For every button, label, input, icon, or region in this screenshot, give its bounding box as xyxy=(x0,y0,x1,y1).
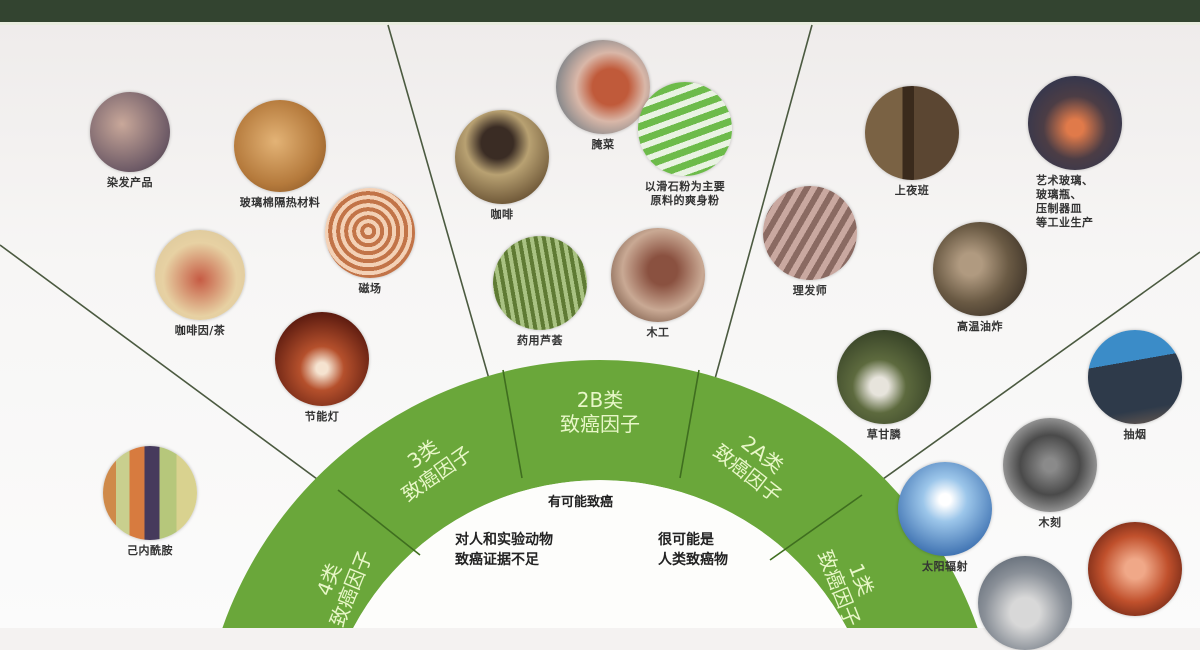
pickles-photo-icon xyxy=(556,40,650,134)
item-industrial-furnace xyxy=(1085,522,1185,616)
arc-band xyxy=(222,360,978,628)
item-pickles: 腌菜 xyxy=(553,40,653,152)
hair-dye-photo-icon xyxy=(90,92,170,172)
description-2a: 很可能是 人类致癌物 xyxy=(658,532,728,568)
tea-cup-photo-icon xyxy=(155,230,245,320)
item-air-pollution xyxy=(975,556,1075,650)
glass-wool-photo-icon xyxy=(234,100,326,192)
energy-saving-lamp-photo-icon xyxy=(275,312,369,406)
item-magnetic-field: 磁场 xyxy=(325,188,415,296)
magnetic-coil-photo-icon xyxy=(325,188,415,278)
night-shift-photo-icon xyxy=(865,86,959,180)
arc-inner xyxy=(353,480,847,628)
item-deep-frying: 高温油炸 xyxy=(930,222,1030,334)
carcinogen-arc-diagram xyxy=(0,24,1200,628)
item-smoking: 抽烟 xyxy=(1085,330,1185,442)
item-talcum-powder: 以滑石粉为主要 原料的爽身粉 xyxy=(625,82,745,208)
coffee-photo-icon xyxy=(455,110,549,204)
item-hair-dye: 染发产品 xyxy=(80,92,180,190)
description-2b: 有可能致癌 xyxy=(548,495,614,510)
item-barber: 理发师 xyxy=(760,186,860,298)
item-carpentry: 木工 xyxy=(608,228,708,340)
segment-label-2b: 2B类 致癌因子 xyxy=(560,388,640,436)
glass-production-photo-icon xyxy=(1028,76,1122,170)
aloe-photo-icon xyxy=(493,236,587,330)
carpentry-photo-icon xyxy=(611,228,705,322)
talcum-powder-photo-icon xyxy=(638,82,732,176)
item-wood-carving: 木刻 xyxy=(1000,418,1100,530)
item-coffee: 咖啡 xyxy=(452,110,552,222)
description-3: 对人和实验动物 致癌证据不足 xyxy=(455,532,553,568)
wood-carving-photo-icon xyxy=(1003,418,1097,512)
item-glass-wool: 玻璃棉隔热材料 xyxy=(215,100,345,210)
item-solar-radiation: 太阳辐射 xyxy=(895,462,995,574)
item-night-shift: 上夜班 xyxy=(862,86,962,198)
item-caffeine-tea: 咖啡因/茶 xyxy=(150,230,250,338)
item-caprolactam: 己内酰胺 xyxy=(100,446,200,558)
barber-photo-icon xyxy=(763,186,857,280)
item-glass-production: 艺术玻璃、 玻璃瓶、 压制器皿 等工业生产 xyxy=(1020,76,1130,230)
solar-radiation-photo-icon xyxy=(898,462,992,556)
smoking-photo-icon xyxy=(1088,330,1182,424)
air-pollution-photo-icon xyxy=(978,556,1072,650)
item-energy-saving-lamp: 节能灯 xyxy=(272,312,372,424)
industrial-furnace-photo-icon xyxy=(1088,522,1182,616)
item-aloe: 药用芦荟 xyxy=(490,236,590,348)
item-glyphosate: 草甘膦 xyxy=(834,330,934,442)
glyphosate-photo-icon xyxy=(837,330,931,424)
top-banner xyxy=(0,0,1200,25)
deep-frying-photo-icon xyxy=(933,222,1027,316)
striped-fabric-photo-icon xyxy=(103,446,197,540)
